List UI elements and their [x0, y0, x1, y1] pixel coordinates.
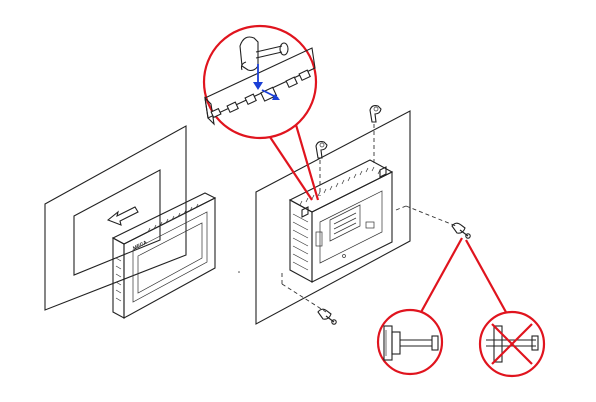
mounting-clip-top-right-icon: [369, 104, 382, 123]
insert-direction-arrow-icon: [253, 64, 280, 100]
screw-bottom-icon: [317, 308, 337, 325]
prohibited-icon: [491, 323, 533, 365]
stray-mark: [238, 271, 240, 273]
zoom-callout-screw-correct: [376, 237, 508, 376]
zoom-callout-screw-wrong: [478, 310, 546, 378]
mounting-clip-top-left-icon: [315, 140, 328, 159]
panel-logo: MEGA: [132, 239, 148, 251]
insert-arrow-icon: [106, 206, 139, 226]
screw-right-icon: [451, 222, 471, 239]
zoom-callout-clip: [202, 24, 320, 201]
hmi-unit-left: MEGA: [111, 192, 217, 319]
guide-lines: [281, 124, 457, 313]
mounting-panel-center: [255, 110, 411, 325]
mounting-panel-left: [44, 125, 187, 311]
hmi-unit-center: [288, 159, 394, 283]
